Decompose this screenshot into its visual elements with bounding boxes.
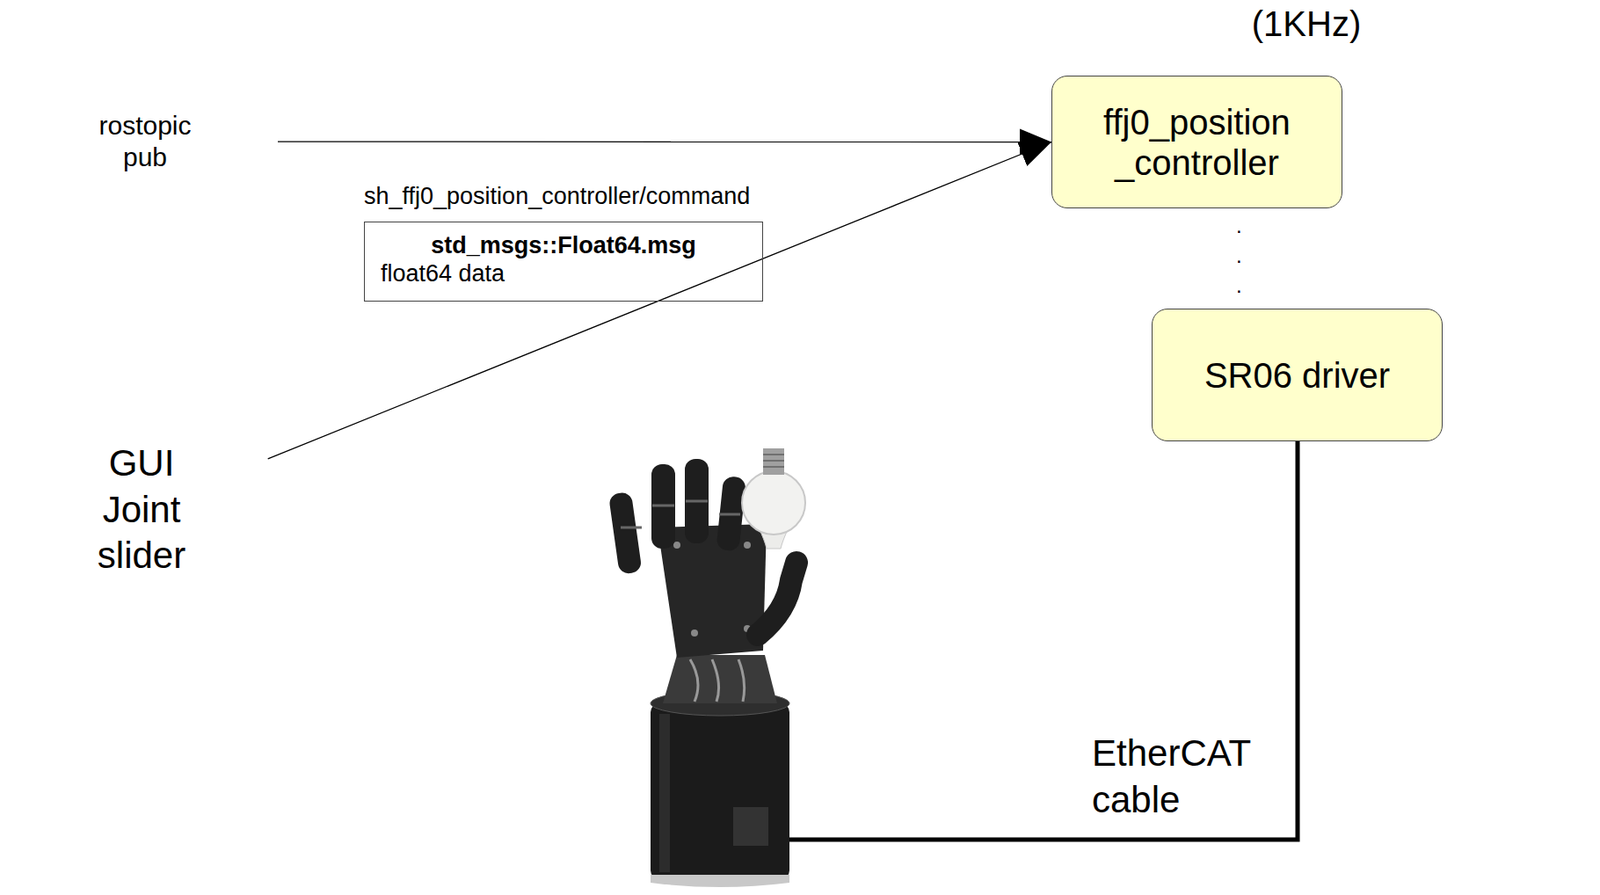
ellipsis-dot: . [1236,214,1243,238]
node-content: GUI Joint slider [5,373,278,647]
process-region: (1KHz) ffj0_position _controllerSR06 driv… [1000,0,1600,510]
base-highlight [659,713,670,873]
process-box: SR06 driver [1151,308,1443,442]
screw [690,629,699,637]
ethercat-wire [785,441,1298,840]
node-content: SR06 driver [1152,309,1442,441]
finger-joints [620,501,741,528]
process-circle: rostopic pub [12,8,278,275]
circle-outline [1001,0,1600,510]
node-text: rostopic pub [83,109,207,174]
node-content: ffj0_position _controller [1052,76,1342,208]
robot-hand [608,448,806,888]
bulb-screw [763,448,785,475]
ellipsis-dot: . [1236,274,1243,298]
node-text: (1KHz) [1251,3,1361,44]
message-box: std_msgs::Float64.msgfloat64 data [363,221,764,302]
light-bulb [741,471,806,535]
screw [673,541,681,549]
connector [277,140,1052,143]
node-text: float64 data [377,259,509,288]
node-content: rostopic pub [12,8,278,275]
circle-outline [6,374,278,647]
bulb-thread [763,454,785,467]
circle-outline [12,8,278,275]
base-foot [650,874,790,888]
node-content: std_msgs::Float64.msgfloat64 data [364,222,763,301]
annotation: EtherCAT cable [1091,729,1281,823]
finger [608,491,643,575]
node-text: GUI Joint slider [84,440,199,580]
node-text: SR06 driver [1204,355,1390,396]
connector [268,142,1052,459]
base-grille [733,807,769,846]
screw [743,541,751,549]
wrist [662,654,778,704]
edge-label: sh_ffj0_position_controller/command [363,182,750,211]
circle-outline [13,9,278,275]
thumb [757,562,797,635]
hand-base [650,703,790,880]
node-text: ffj0_position _controller [1078,101,1317,183]
ellipsis-dot: . [1236,244,1243,268]
node-text: std_msgs::Float64.msg [427,231,700,260]
process-box: ffj0_position _controller [1051,75,1343,209]
wrist-cables [690,659,745,702]
process-circle: GUI Joint slider [5,373,278,647]
